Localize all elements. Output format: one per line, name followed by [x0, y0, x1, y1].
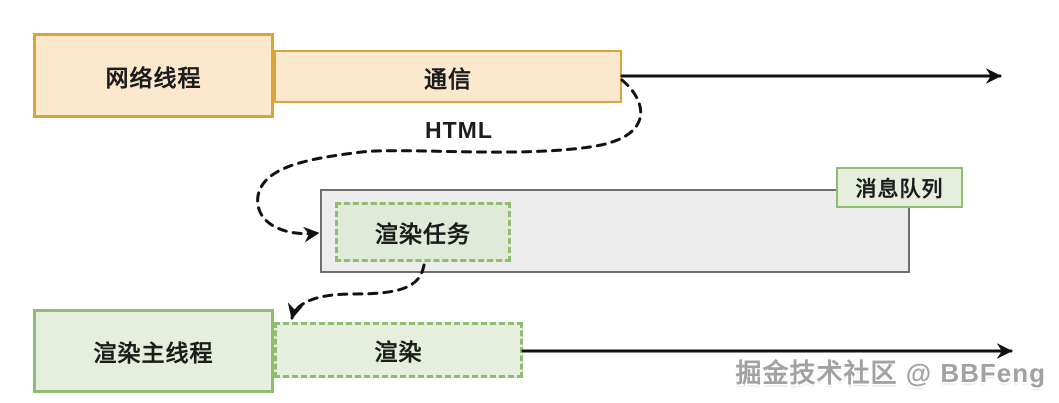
- communication-label: 通信: [424, 65, 472, 92]
- render-main-thread-label: 渲染主线程: [93, 340, 214, 366]
- render-main-thread-box: 渲染主线程: [33, 309, 274, 393]
- html-label: HTML: [425, 117, 493, 143]
- render-task-label: 渲染任务: [375, 221, 471, 247]
- network-thread-box: 网络线程: [33, 33, 274, 118]
- network-thread-label: 网络线程: [105, 64, 202, 91]
- render-label: 渲染: [374, 339, 423, 365]
- message-queue-label-box: 消息队列: [836, 167, 963, 208]
- render-task-box: 渲染任务: [335, 202, 511, 262]
- message-queue-label: 消息队列: [855, 177, 944, 201]
- render-box: 渲染: [274, 322, 523, 378]
- watermark: 掘金技术社区 @ BBFeng: [735, 358, 1046, 388]
- communication-box: 通信: [274, 50, 622, 103]
